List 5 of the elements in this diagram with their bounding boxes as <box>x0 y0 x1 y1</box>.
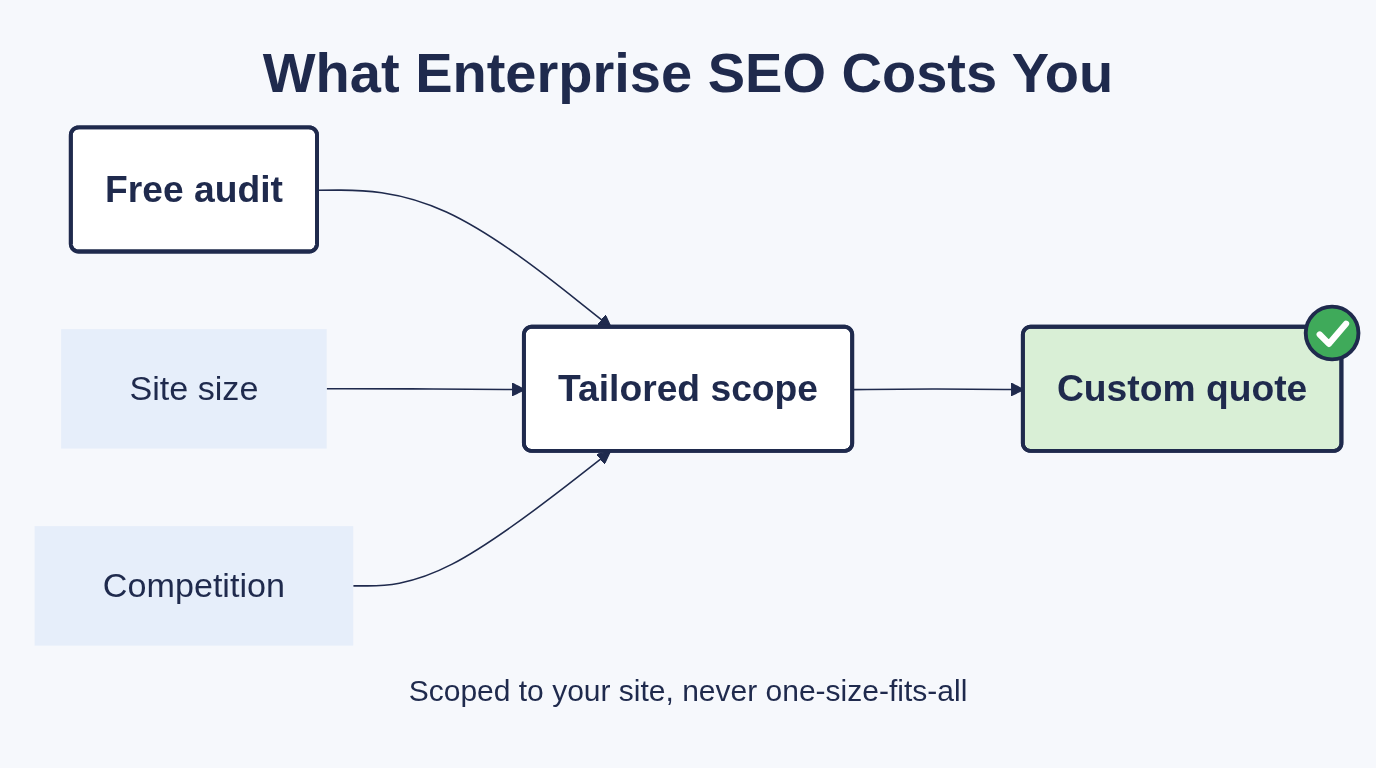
node-box: Competition <box>34 526 354 646</box>
caption: Scoped to your site, never one-size-fits-all <box>408 674 968 708</box>
diagram-title: What Enterprise SEO Costs You <box>262 40 1114 105</box>
arrow <box>352 451 611 587</box>
node-box: Site size <box>61 329 327 449</box>
